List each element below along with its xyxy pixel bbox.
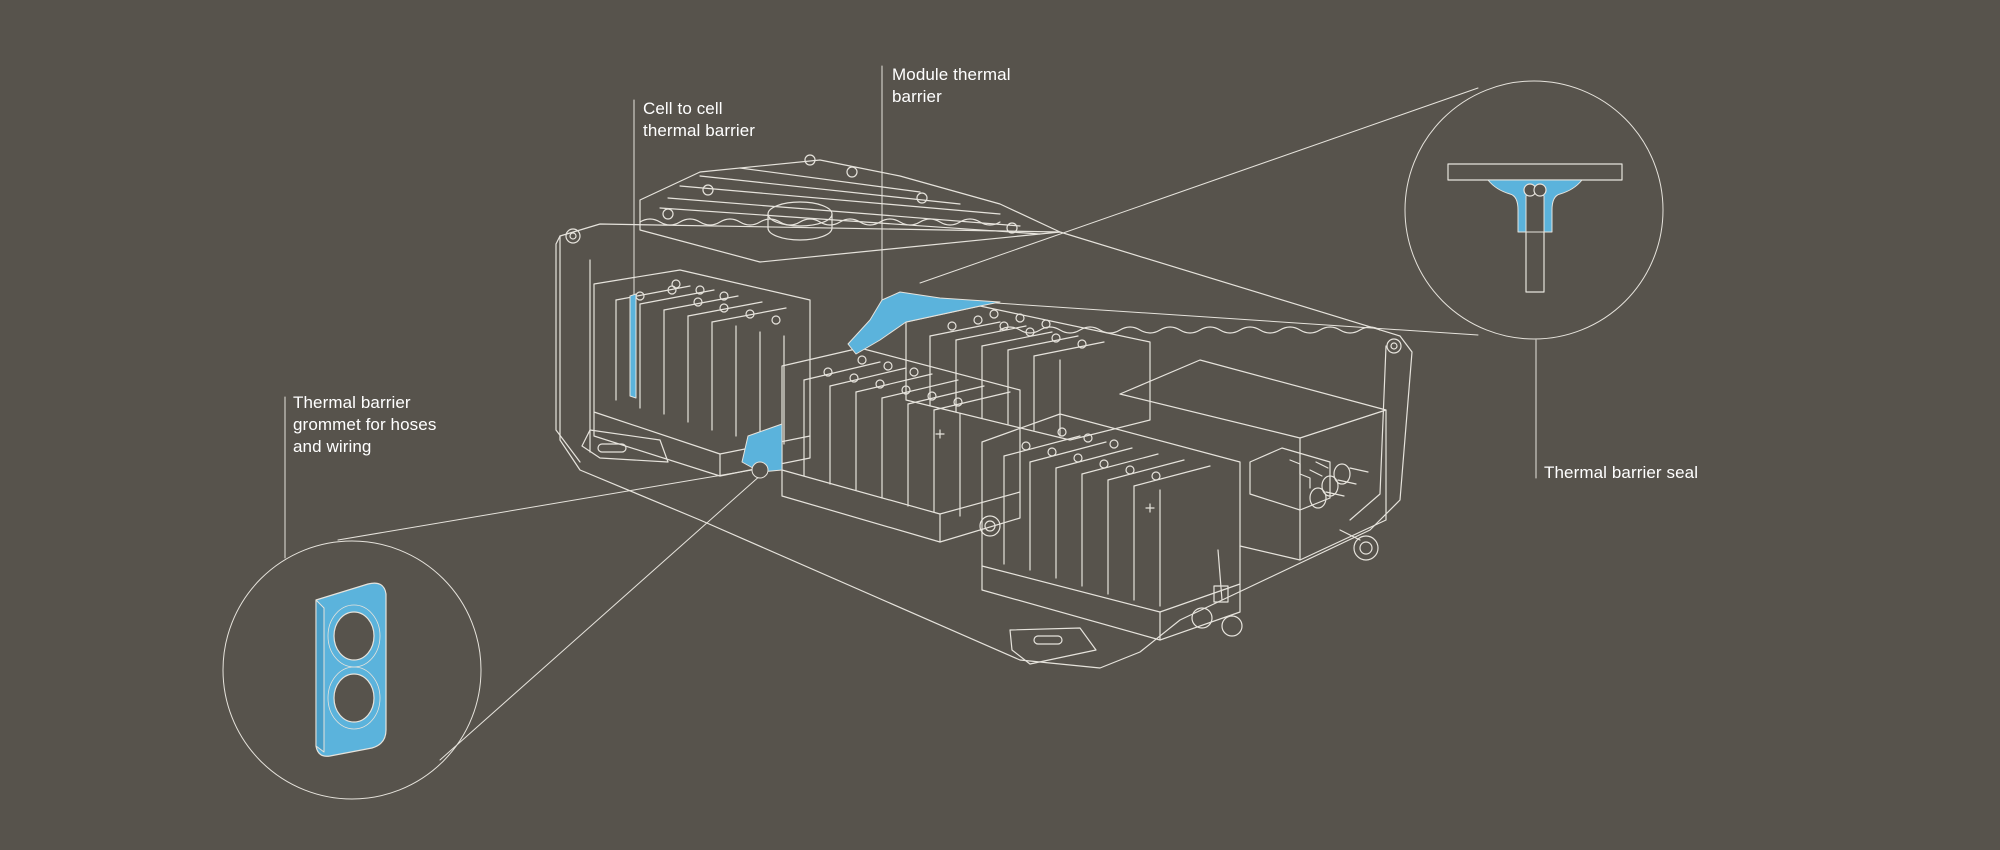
grommet-body	[315, 582, 387, 757]
label-thermal-barrier-grommet: Thermal barrier grommet for hoses and wi…	[293, 393, 437, 456]
mount-foot-left	[581, 429, 669, 463]
cell-thermal-barrier	[629, 293, 637, 399]
label-thermal-barrier-seal: Thermal barrier seal	[1544, 463, 1699, 482]
cooling-plate	[639, 154, 1061, 263]
module-back-left	[593, 269, 811, 477]
battery-tray	[555, 218, 1413, 669]
label-cell-thermal-barrier: Cell to cell thermal barrier	[643, 99, 756, 140]
zoom-lines	[337, 87, 1479, 761]
module-thermal-barrier	[741, 291, 1001, 479]
seal-zoom	[1404, 80, 1664, 340]
module-back-right	[905, 305, 1151, 441]
module-front-right	[979, 413, 1243, 641]
module-front-middle	[781, 347, 1021, 543]
grommet-zoom	[222, 540, 482, 800]
junction-box	[1119, 359, 1387, 561]
mount-foot-front	[1009, 627, 1097, 665]
seal-top-plate	[1447, 163, 1623, 181]
label-module-thermal-barrier: Module thermal barrier	[892, 65, 1011, 106]
leader-lines	[284, 65, 1537, 559]
